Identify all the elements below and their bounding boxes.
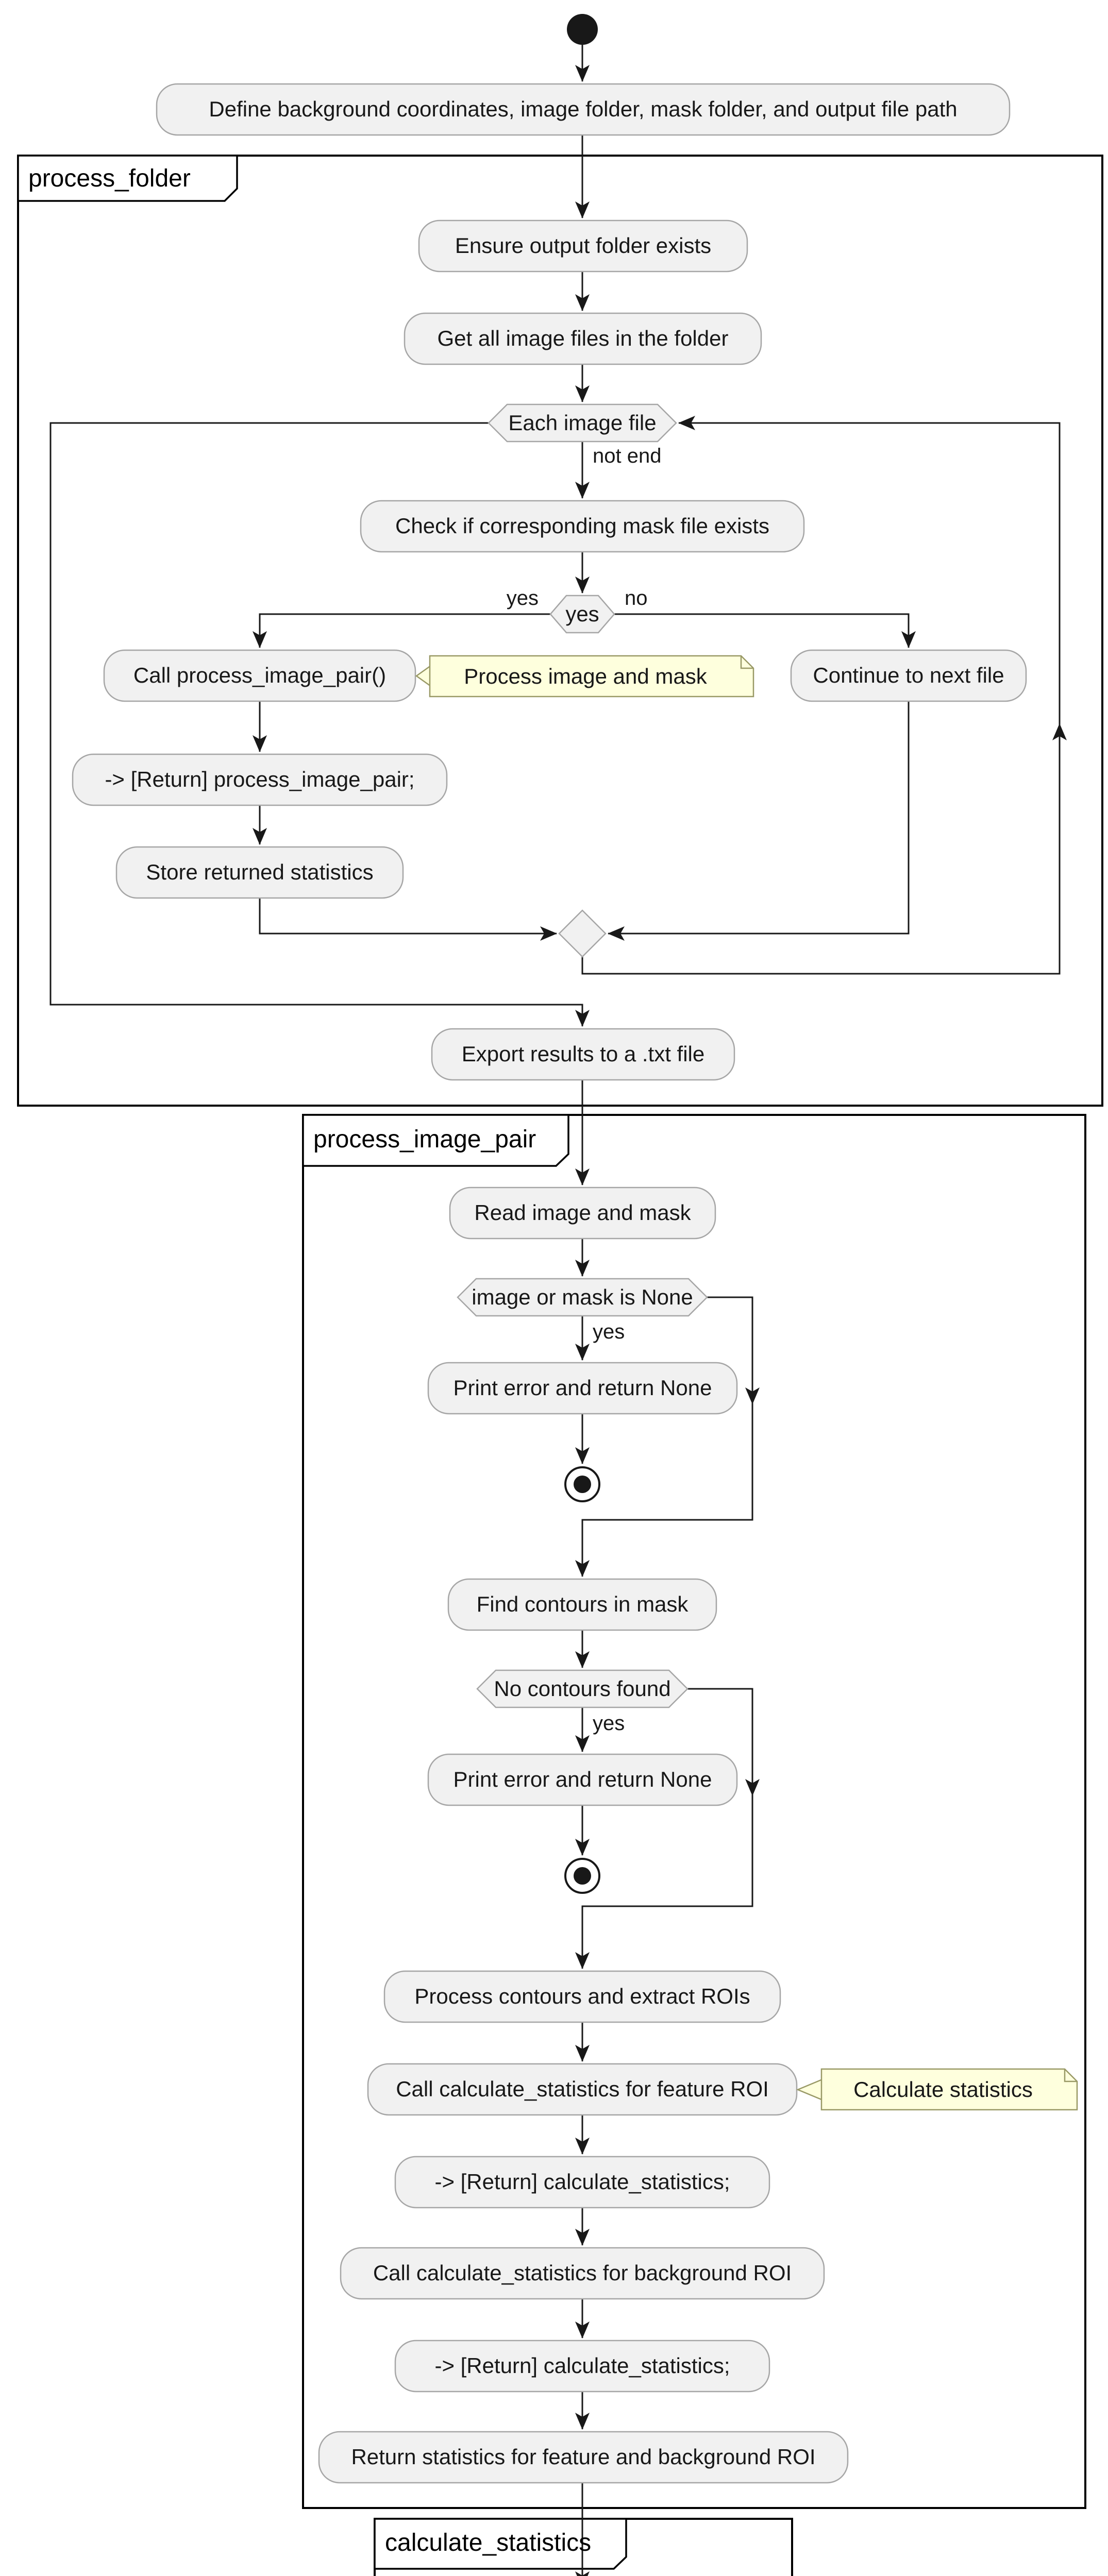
activity-label-return-pair: -> [Return] process_image_pair;	[105, 767, 415, 792]
note-calculate-statistics	[820, 2068, 1078, 2111]
activity-export-results	[431, 1028, 735, 1081]
activity-label-print-error-2: Print error and return None	[453, 1767, 712, 1792]
edge-label-yes: yes	[506, 586, 539, 609]
edge-store-to-merge	[259, 898, 557, 941]
edge-loopback-to-hex	[678, 416, 1061, 724]
loop-label-each-image-file: Each image file	[508, 410, 657, 435]
activity-return-stats-2	[394, 2340, 770, 2393]
edge-label-no: no	[625, 586, 648, 609]
decision-hexagon-no-contours	[476, 1669, 689, 1708]
activity-return-stats-1	[394, 2156, 770, 2209]
activity-label-return-stats-1: -> [Return] calculate_statistics;	[434, 2170, 730, 2194]
decision-label-none-check: image or mask is None	[472, 1284, 693, 1309]
activity-check-mask	[360, 500, 805, 553]
activity-label-continue-next: Continue to next file	[813, 663, 1004, 688]
edge-merge-loopback-up	[581, 723, 1067, 975]
activity-label-define: Define background coordinates, image fol…	[209, 97, 958, 122]
activity-label-get-images: Get all image files in the folder	[437, 326, 729, 351]
activity-return-both	[318, 2431, 849, 2484]
activity-label-print-error-1: Print error and return None	[453, 1376, 712, 1400]
partition-label-process-image-pair: process_image_pair	[313, 1126, 536, 1153]
start-node	[567, 14, 598, 45]
activity-continue-next	[790, 649, 1027, 702]
decision-hexagon-none-check	[457, 1278, 708, 1317]
activity-label-read-image: Read image and mask	[474, 1200, 691, 1225]
end-node-2-dot	[574, 1867, 591, 1885]
activity-return-pair	[72, 753, 448, 806]
edge-label-not-end: not end	[593, 444, 662, 467]
edge-loop-exit-to-export	[49, 422, 590, 1027]
activity-label-store-stats: Store returned statistics	[146, 860, 374, 885]
edge-nocontours-bypass-down	[687, 1688, 760, 1796]
edge-bypass1-to-find	[575, 1404, 753, 1577]
note-fold-2	[1064, 2069, 1077, 2082]
loop-hexagon-each-image-file	[488, 403, 677, 443]
activity-label-call-background: Call calculate_statistics for background…	[373, 2261, 792, 2285]
activity-print-error-1	[427, 1362, 738, 1415]
edge-decision-no	[614, 613, 916, 648]
partition-label-calculate-statistics: calculate_statistics	[385, 2529, 592, 2556]
activity-call-pair	[103, 649, 416, 702]
activity-process-contours	[383, 1970, 781, 2023]
activity-call-background	[340, 2247, 825, 2300]
partition-tab-process-image-pair	[302, 1114, 569, 1167]
edge-bypass2-to-process	[575, 1795, 753, 1969]
decision-label-yes: yes	[565, 601, 599, 626]
edge-nonecheck-bypass-down	[707, 1296, 760, 1404]
activity-define	[156, 83, 1011, 136]
partition-tab-process-folder	[17, 155, 238, 202]
activity-label-call-feature: Call calculate_statistics for feature RO…	[396, 2077, 769, 2102]
partition-process-folder	[17, 155, 1103, 1107]
activity-label-process-contours: Process contours and extract ROIs	[414, 1984, 750, 2009]
activity-label-return-both: Return statistics for feature and backgr…	[351, 2445, 816, 2469]
activity-label-call-pair: Call process_image_pair()	[133, 663, 387, 688]
activity-print-error-2	[427, 1753, 738, 1806]
activity-label-return-stats-2: -> [Return] calculate_statistics;	[434, 2353, 730, 2378]
activity-read-image	[449, 1187, 716, 1240]
decision-hexagon-yes	[549, 595, 615, 634]
activity-label-ensure-folder: Ensure output folder exists	[455, 233, 712, 258]
activity-ensure-folder	[418, 219, 748, 273]
edge-decision-yes	[253, 613, 550, 648]
activity-label-find-contours: Find contours in mask	[476, 1592, 689, 1617]
activity-find-contours	[447, 1578, 717, 1631]
merge-diamond	[558, 909, 607, 958]
activity-label-check-mask: Check if corresponding mask file exists	[395, 514, 769, 538]
decision-label-no-contours: No contours found	[494, 1676, 671, 1701]
note-pointer-process	[415, 664, 432, 688]
partition-label-process-folder: process_folder	[28, 164, 191, 192]
note-label-calculate-statistics: Calculate statistics	[853, 2077, 1033, 2102]
end-node-1-dot	[574, 1476, 591, 1493]
edge-label-yes-none: yes	[593, 1320, 625, 1343]
activity-store-stats	[115, 846, 404, 899]
activity-label-export-results: Export results to a .txt file	[461, 1042, 705, 1066]
note-fold-1	[740, 656, 753, 669]
edge-continue-to-merge	[608, 701, 910, 941]
note-pointer-calc	[796, 2078, 824, 2101]
partition-tab-calculate-statistics	[374, 2518, 627, 2570]
note-process-image-and-mask	[429, 655, 754, 698]
partition-process-image-pair	[302, 1114, 1086, 2509]
note-label-process-image-and-mask: Process image and mask	[464, 664, 707, 688]
activity-get-images	[404, 312, 762, 365]
edge-label-yes-no-contours: yes	[593, 1711, 625, 1735]
